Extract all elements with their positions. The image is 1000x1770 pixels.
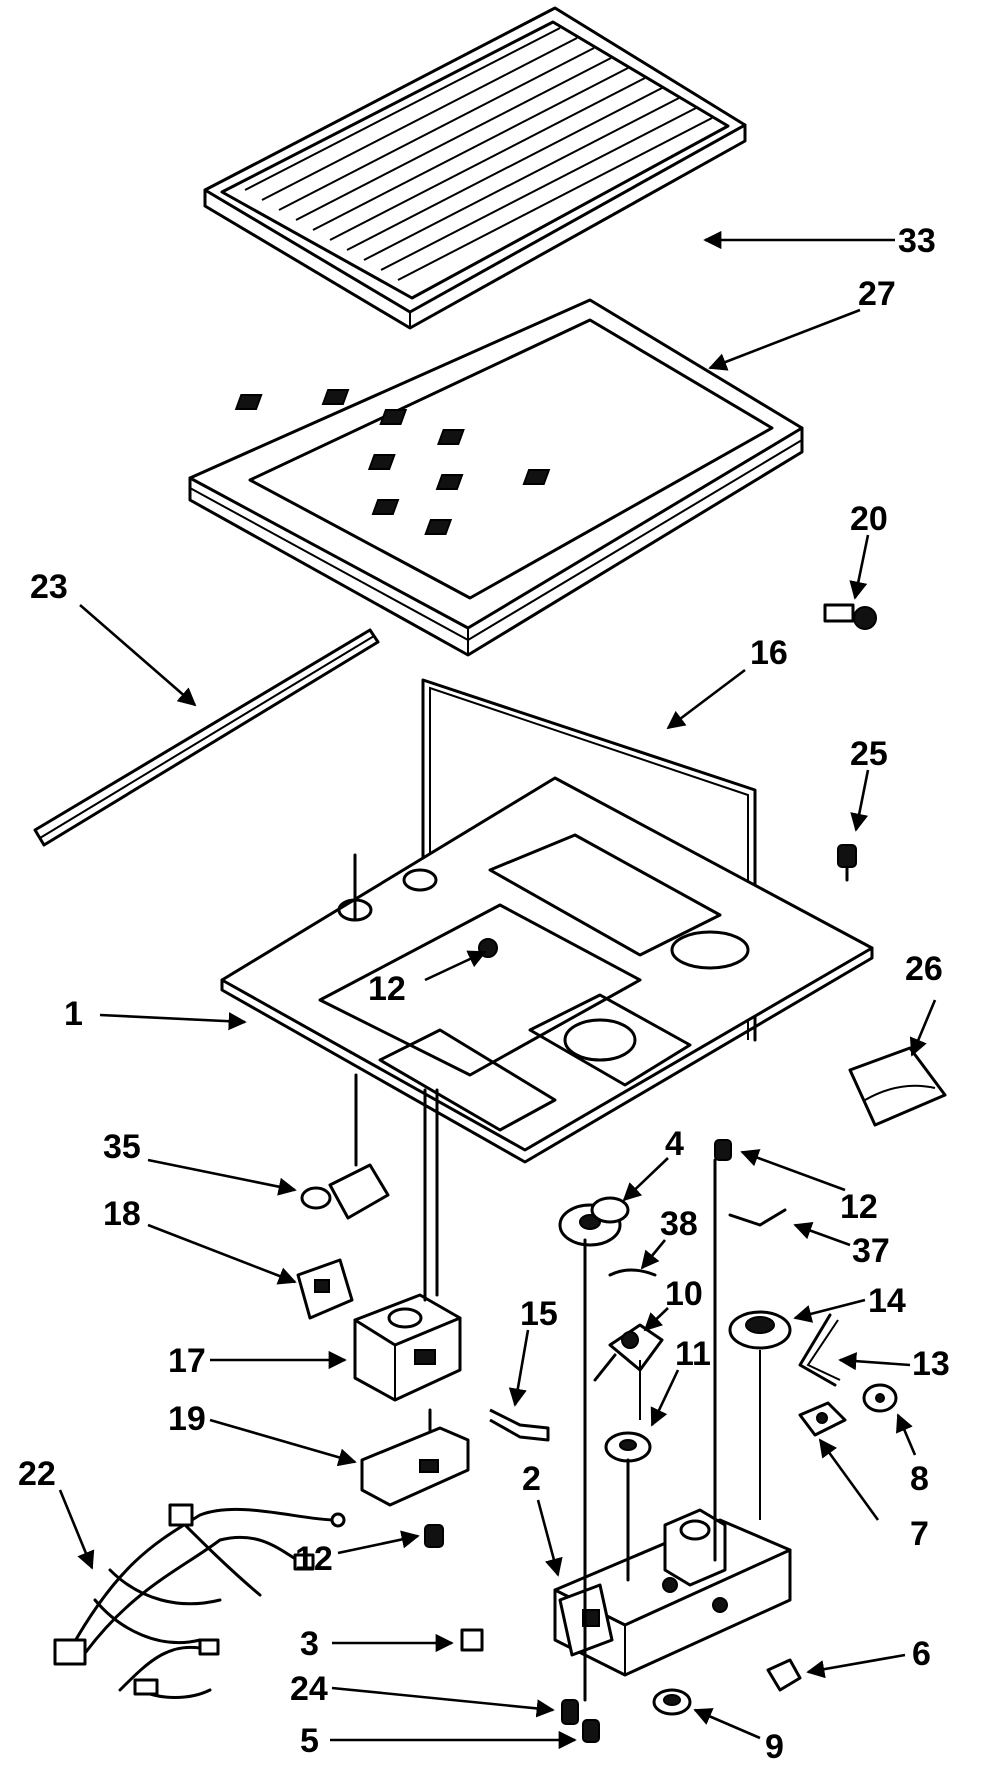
callout-22: 22 xyxy=(18,1455,56,1493)
part-3-clip xyxy=(460,1628,484,1652)
callout-12c: 12 xyxy=(840,1188,878,1226)
callout-19: 19 xyxy=(168,1400,206,1438)
leader-25 xyxy=(850,769,870,832)
callout-24: 24 xyxy=(290,1670,328,1708)
leader-22 xyxy=(58,1489,95,1570)
callout-6: 6 xyxy=(912,1635,931,1673)
leader-24 xyxy=(331,1686,555,1718)
leader-8 xyxy=(896,1413,917,1456)
part-2-base-bracket xyxy=(553,1158,792,1702)
callout-38: 38 xyxy=(660,1205,698,1243)
part-7-clamp xyxy=(798,1401,847,1437)
part-33-grille xyxy=(203,6,747,330)
callout-10: 10 xyxy=(665,1275,703,1313)
callout-20: 20 xyxy=(850,500,888,538)
part-23-trim-strip xyxy=(33,628,380,847)
callout-labels: 33 27 20 23 16 25 1 12 26 35 18 17 19 22… xyxy=(18,222,950,1766)
leader-12c xyxy=(740,1149,846,1192)
part-25-screw xyxy=(837,844,857,882)
part-10-actuator xyxy=(593,1323,664,1382)
leader-16 xyxy=(666,668,746,730)
leader-26 xyxy=(909,999,937,1057)
callout-27: 27 xyxy=(858,275,896,313)
callout-3: 3 xyxy=(300,1625,319,1663)
callout-1: 1 xyxy=(64,995,83,1033)
leader-6 xyxy=(806,1653,906,1679)
callout-33: 33 xyxy=(898,222,936,260)
callout-2: 2 xyxy=(522,1460,541,1498)
callout-17: 17 xyxy=(168,1342,206,1380)
part-13-rod xyxy=(798,1313,841,1387)
callout-8: 8 xyxy=(910,1460,929,1498)
leader-14 xyxy=(793,1298,866,1323)
leader-19 xyxy=(209,1418,357,1467)
leader-20 xyxy=(849,534,870,600)
leader-38 xyxy=(640,1239,667,1270)
part-4-bushing xyxy=(558,1196,630,1247)
part-11-spacer xyxy=(604,1431,652,1463)
callout-14: 14 xyxy=(868,1282,906,1320)
callout-12b: 12 xyxy=(295,1540,333,1578)
leader-4 xyxy=(622,1157,669,1202)
callout-18: 18 xyxy=(103,1195,141,1233)
leader-7 xyxy=(818,1438,880,1521)
part-20-fastener xyxy=(823,603,877,630)
callout-26: 26 xyxy=(905,950,943,988)
leader-27 xyxy=(708,308,861,371)
part-19-bracket xyxy=(360,1408,470,1507)
leader-9 xyxy=(693,1708,761,1740)
part-12-screw-upper xyxy=(714,1139,732,1161)
part-38-spring xyxy=(608,1268,657,1277)
leader-lines xyxy=(58,230,937,1750)
callout-9: 9 xyxy=(765,1728,784,1766)
part-22-wire-harness xyxy=(53,1503,346,1699)
part-27-cover-frame xyxy=(188,298,804,657)
leader-18 xyxy=(147,1223,297,1285)
callout-23: 23 xyxy=(30,568,68,606)
leader-12b xyxy=(337,1530,420,1555)
callout-7: 7 xyxy=(910,1515,929,1553)
leader-35 xyxy=(147,1158,297,1196)
leader-11 xyxy=(650,1369,680,1427)
callout-16: 16 xyxy=(750,634,788,672)
part-5-screw xyxy=(582,1719,600,1743)
callout-15: 15 xyxy=(520,1295,558,1333)
leader-15 xyxy=(508,1329,530,1407)
callout-11: 11 xyxy=(675,1335,711,1373)
part-35-connector xyxy=(300,1073,390,1220)
part-9-foot xyxy=(652,1688,692,1716)
part-17-control-box xyxy=(353,1088,462,1402)
callout-37: 37 xyxy=(852,1232,890,1270)
part-26-cover xyxy=(848,1046,947,1127)
leader-12a xyxy=(424,950,487,982)
leader-13 xyxy=(838,1352,911,1371)
leader-23 xyxy=(79,604,197,707)
leader-10 xyxy=(643,1307,669,1332)
part-1-housing xyxy=(220,776,874,1164)
part-6-cap xyxy=(766,1658,802,1692)
part-24-screw xyxy=(561,1699,579,1725)
part-12-screw-lower xyxy=(424,1524,444,1548)
leader-37 xyxy=(793,1222,851,1247)
callout-25: 25 xyxy=(850,735,888,773)
leader-1 xyxy=(99,1012,247,1031)
callout-35: 35 xyxy=(103,1128,141,1166)
callout-4: 4 xyxy=(665,1125,684,1163)
callout-5: 5 xyxy=(300,1722,319,1760)
part-18-switch xyxy=(296,1258,354,1320)
part-8-disk xyxy=(862,1383,898,1413)
callout-13: 13 xyxy=(912,1345,950,1383)
part-15-pin xyxy=(489,1408,550,1442)
callout-12a: 12 xyxy=(368,970,406,1008)
part-37-clip xyxy=(728,1208,787,1227)
part-14-wheel xyxy=(728,1310,792,1350)
leader-2 xyxy=(536,1499,563,1577)
